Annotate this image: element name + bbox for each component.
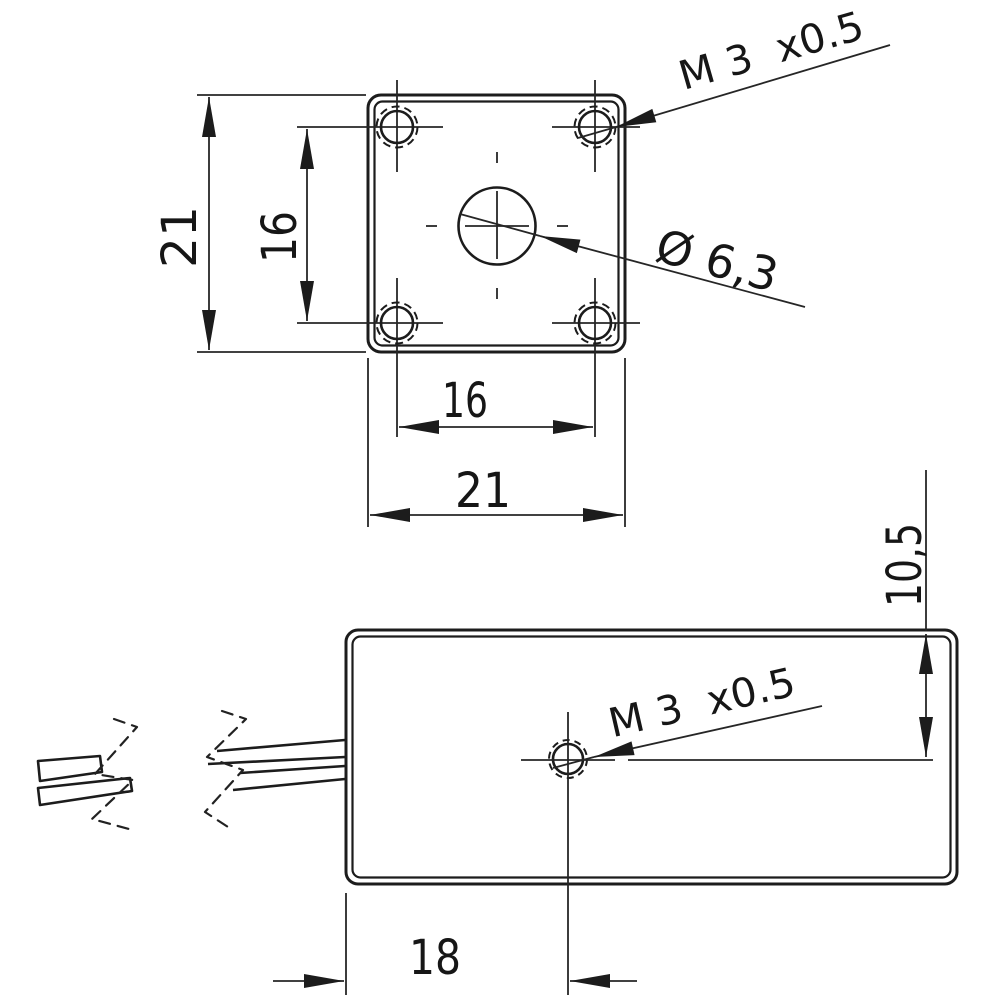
corner-hole-bottom-left xyxy=(375,301,419,345)
dimension-hole-from-left: 18 xyxy=(273,893,637,995)
plate-outline xyxy=(366,93,627,354)
hole-thread-circle xyxy=(375,105,419,149)
plate-inner-edge xyxy=(373,100,620,347)
hole-bore-circle xyxy=(577,109,613,145)
dimension-value: 21 xyxy=(152,206,208,268)
hole-bore-circle xyxy=(379,305,415,341)
corner-hole-top-left xyxy=(375,105,419,149)
hole-thread-circle xyxy=(573,301,617,345)
center-hole-circle xyxy=(457,186,537,266)
wire-edge xyxy=(207,755,346,766)
wire-edge xyxy=(239,764,346,775)
body-inner-edge xyxy=(351,635,952,879)
dimension-bottom-hole-spacing: 16 xyxy=(399,373,593,434)
dimension-value: 21 xyxy=(455,463,511,519)
hole-thread-circle xyxy=(375,301,419,345)
plate-outer-edge xyxy=(366,93,627,354)
leader-line xyxy=(615,44,891,128)
break-line xyxy=(90,717,139,831)
body-outer-edge xyxy=(344,628,959,886)
dimension-value: 16 xyxy=(252,211,308,263)
corner-hole-bottom-right xyxy=(573,301,617,345)
corner-hole-centerlines xyxy=(297,80,640,437)
dimension-hole-from-top: 10,5 xyxy=(877,470,933,757)
lead-wires xyxy=(36,709,346,831)
break-line xyxy=(203,709,248,829)
leader-line-tail xyxy=(552,756,595,769)
wire-edge xyxy=(232,777,346,792)
dimension-left-overall: 21 xyxy=(152,94,366,353)
dimension-value: 16 xyxy=(442,373,488,429)
leader-line xyxy=(593,705,823,758)
dimension-value: 18 xyxy=(409,930,461,986)
hole-bore-circle xyxy=(577,305,613,341)
body-outline xyxy=(344,628,959,886)
hole-bore-circle xyxy=(379,109,415,145)
wire-edge xyxy=(216,738,346,753)
leader-line-tail xyxy=(459,213,541,237)
dimension-bottom-overall: 21 xyxy=(367,358,626,527)
wire-segment xyxy=(36,776,134,807)
wire-segment xyxy=(36,754,104,783)
leader-line xyxy=(539,235,806,308)
leader-line-tail xyxy=(577,126,617,139)
dimension-value: 10,5 xyxy=(877,523,933,607)
dimension-left-hole-spacing: 16 xyxy=(252,129,314,321)
